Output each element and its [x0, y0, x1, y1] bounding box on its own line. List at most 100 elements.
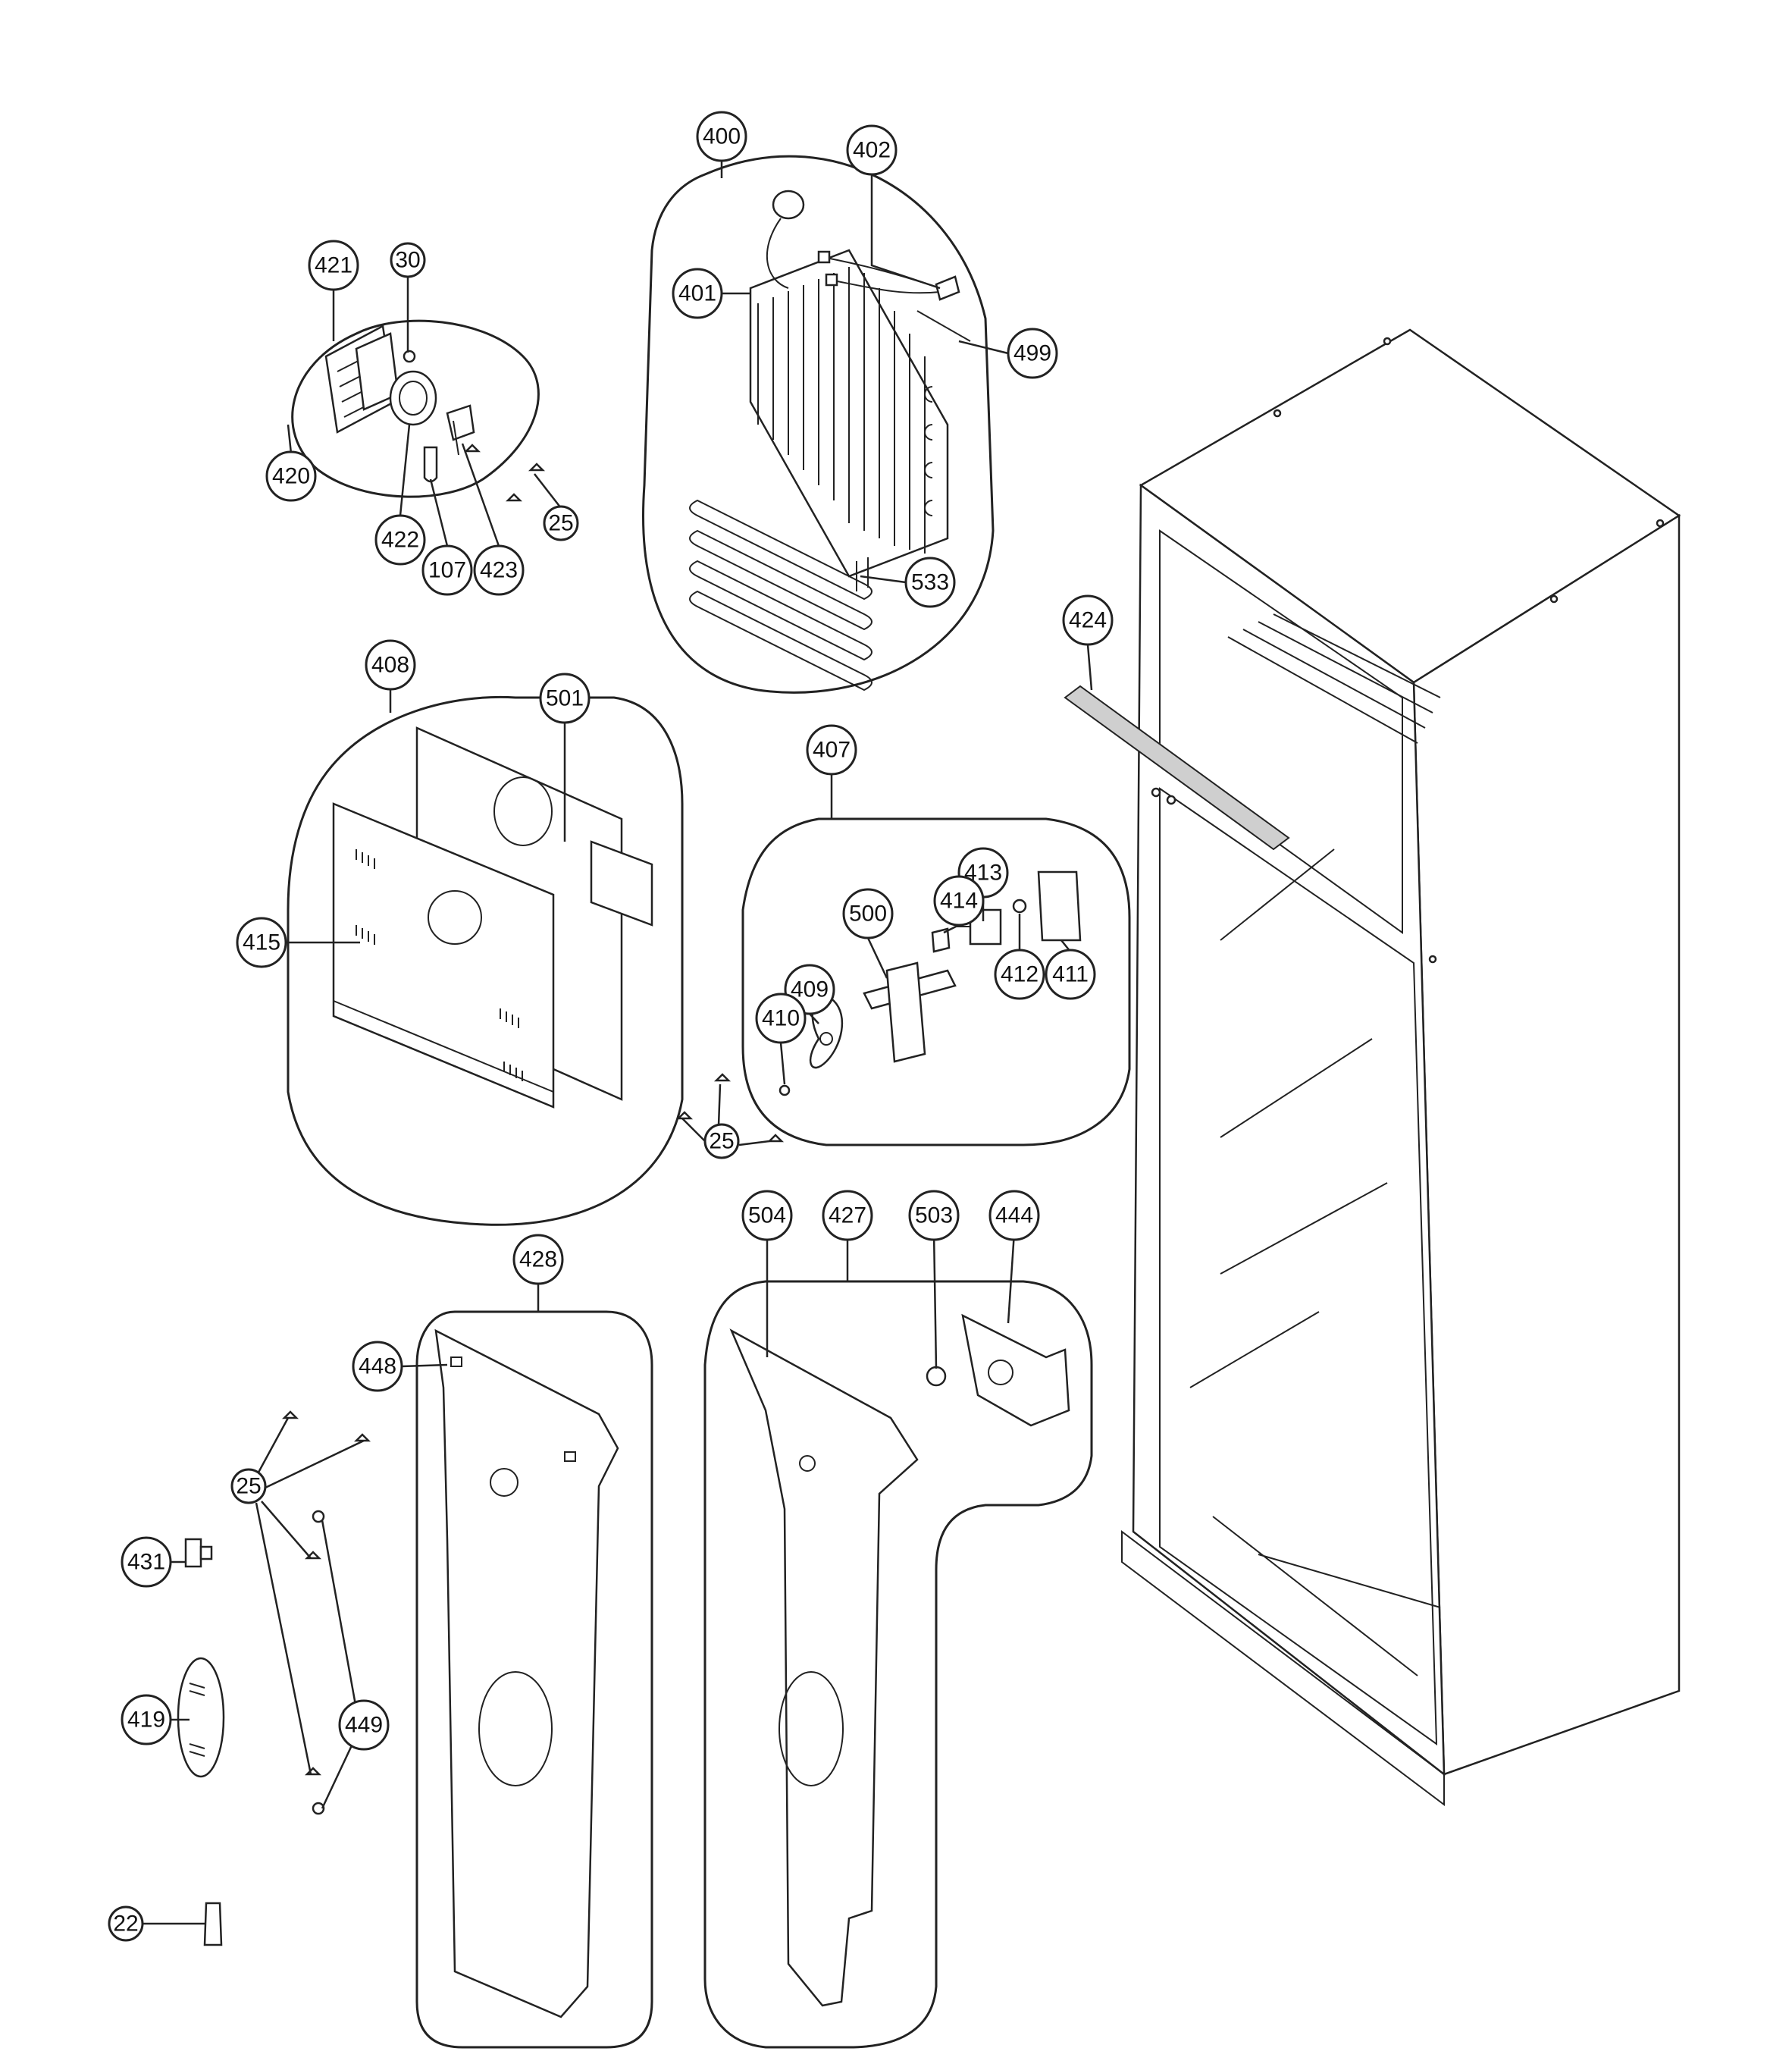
svg-text:400: 400: [703, 124, 741, 149]
callout-25-c: 25: [230, 1468, 267, 1504]
cap-449-2: [312, 1802, 325, 1815]
svg-text:409: 409: [791, 977, 829, 1002]
bracket-107: [423, 446, 438, 483]
svg-text:449: 449: [345, 1713, 383, 1738]
defrost-heater-533: [689, 499, 873, 692]
callout-400: 400: [696, 111, 747, 162]
knob-503: [926, 1366, 947, 1387]
timer-wheel-422: [389, 370, 437, 426]
callout-504: 504: [741, 1190, 793, 1241]
screw-25a-3: [505, 493, 523, 502]
group-407-outline: [741, 817, 1131, 1146]
rear-duct-448: [434, 1328, 619, 2018]
clip-414: [931, 927, 951, 953]
svg-text:410: 410: [762, 1006, 800, 1031]
svg-text:421: 421: [315, 253, 352, 278]
svg-text:444: 444: [995, 1203, 1033, 1228]
svg-text:419: 419: [127, 1708, 165, 1733]
svg-text:401: 401: [678, 281, 716, 306]
svg-text:428: 428: [519, 1247, 557, 1272]
svg-text:22: 22: [113, 1912, 138, 1937]
callout-533: 533: [904, 557, 956, 608]
motor-cover-411: [1037, 870, 1082, 942]
callout-422: 422: [374, 514, 426, 566]
svg-text:504: 504: [748, 1203, 786, 1228]
wire-harness-402: [817, 250, 960, 301]
switch-423: [446, 404, 475, 456]
refrigerator-cabinet: [1121, 328, 1681, 1807]
shelf-trim-424: [1064, 685, 1290, 851]
callout-419: 419: [121, 1694, 172, 1745]
svg-text:448: 448: [359, 1354, 396, 1379]
group-428-outline: [415, 1310, 653, 2049]
callout-431: 431: [121, 1536, 172, 1588]
callout-428: 428: [512, 1234, 564, 1285]
screw-30: [403, 350, 416, 363]
svg-text:25: 25: [548, 511, 573, 536]
callout-427: 427: [822, 1190, 873, 1241]
callout-501: 501: [539, 673, 591, 724]
callout-410: 410: [755, 993, 807, 1044]
screw-25b-3: [766, 1134, 785, 1143]
callout-408: 408: [365, 639, 416, 691]
screw-25b-2: [713, 1073, 732, 1082]
svg-text:407: 407: [813, 738, 851, 763]
lamp-cover-419: [177, 1657, 225, 1778]
callout-402: 402: [846, 124, 898, 176]
svg-text:423: 423: [480, 558, 518, 583]
thermostat-sensor: [766, 190, 805, 289]
callout-107: 107: [421, 544, 473, 596]
cover-444: [961, 1313, 1070, 1427]
svg-text:500: 500: [849, 902, 887, 927]
svg-text:424: 424: [1069, 608, 1107, 633]
callout-415: 415: [236, 917, 287, 968]
svg-text:408: 408: [371, 653, 409, 678]
evaporator-401: [749, 249, 949, 578]
motor-bracket-500: [863, 961, 957, 1063]
duct-427: [729, 1328, 919, 2007]
svg-text:414: 414: [940, 889, 978, 914]
callout-503: 503: [908, 1190, 960, 1241]
svg-text:501: 501: [546, 686, 584, 711]
svg-text:533: 533: [911, 570, 949, 595]
svg-text:503: 503: [915, 1203, 953, 1228]
callout-412: 412: [994, 949, 1045, 1000]
callout-449: 449: [338, 1699, 390, 1751]
knob-431: [184, 1538, 213, 1568]
callout-448: 448: [352, 1341, 403, 1392]
fuse-499: [916, 310, 971, 342]
svg-text:420: 420: [272, 464, 310, 489]
callout-22: 22: [108, 1905, 144, 1942]
callout-444: 444: [988, 1190, 1040, 1241]
callout-424: 424: [1062, 594, 1114, 646]
svg-text:30: 30: [395, 248, 420, 273]
callout-420: 420: [265, 450, 317, 502]
callout-407: 407: [806, 724, 857, 776]
svg-text:431: 431: [127, 1550, 165, 1575]
duct-panel-415: [332, 802, 555, 1109]
callout-25-a: 25: [543, 505, 579, 541]
grommet-412: [1012, 899, 1027, 914]
svg-text:422: 422: [381, 528, 419, 553]
callout-499: 499: [1007, 328, 1058, 379]
svg-text:412: 412: [1001, 962, 1039, 987]
callout-411: 411: [1045, 949, 1096, 1000]
svg-text:499: 499: [1013, 341, 1051, 366]
callout-421: 421: [308, 240, 359, 291]
callout-500: 500: [842, 888, 894, 939]
screw-25c-2: [353, 1433, 371, 1442]
svg-text:107: 107: [428, 558, 466, 583]
nut-410: [779, 1084, 791, 1096]
bulb-22: [203, 1902, 223, 1946]
callout-423: 423: [473, 544, 525, 596]
group-400-outline: [642, 155, 995, 694]
screw-25c-1: [281, 1410, 299, 1419]
callout-30: 30: [390, 242, 426, 278]
svg-text:427: 427: [829, 1203, 866, 1228]
screw-25a-2: [528, 463, 546, 472]
svg-text:415: 415: [243, 930, 280, 955]
group-427-outline: [703, 1280, 1093, 2049]
callout-25-b: 25: [703, 1123, 740, 1159]
leader-lines: [143, 161, 1093, 1925]
group-408-outline: [287, 695, 684, 1226]
